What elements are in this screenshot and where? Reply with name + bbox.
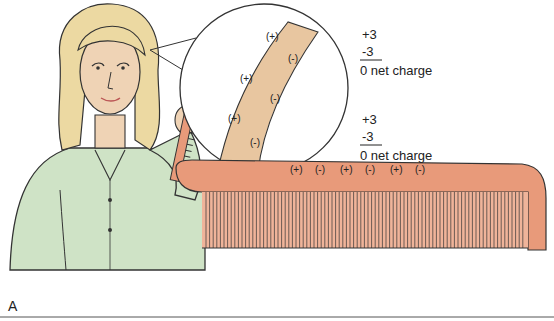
charge-sign: (-) (315, 165, 325, 175)
charge-sign: (+) (240, 74, 253, 84)
charge-count: -3 (362, 130, 374, 143)
charge-sign: (-) (415, 165, 425, 175)
comb-shape: (+) (-) (+) (-) (+) (-) (172, 158, 550, 256)
charge-sign: (-) (250, 138, 260, 148)
charge-sign: (+) (390, 165, 403, 175)
panel-letter: A (8, 299, 17, 313)
charge-sign: (-) (288, 54, 298, 64)
charge-sign: (+) (266, 32, 279, 42)
charge-sign: (-) (270, 94, 280, 104)
charge-count: -3 (362, 45, 374, 58)
hair-callout-circle: (+) (-) (+) (-) (+) (-) (178, 2, 350, 174)
charge-sign: (-) (365, 165, 375, 175)
charge-sign: (+) (340, 165, 353, 175)
net-charge-note: 0 net charge (360, 149, 432, 162)
charge-count: +3 (362, 28, 377, 41)
hair-callout-circle-outline (178, 2, 350, 174)
charge-sign: (+) (290, 165, 303, 175)
charge-sign: (+) (228, 114, 241, 124)
charge-count: +3 (362, 113, 377, 126)
net-charge-note: 0 net charge (360, 64, 432, 77)
comb-shape-outline (172, 158, 550, 256)
